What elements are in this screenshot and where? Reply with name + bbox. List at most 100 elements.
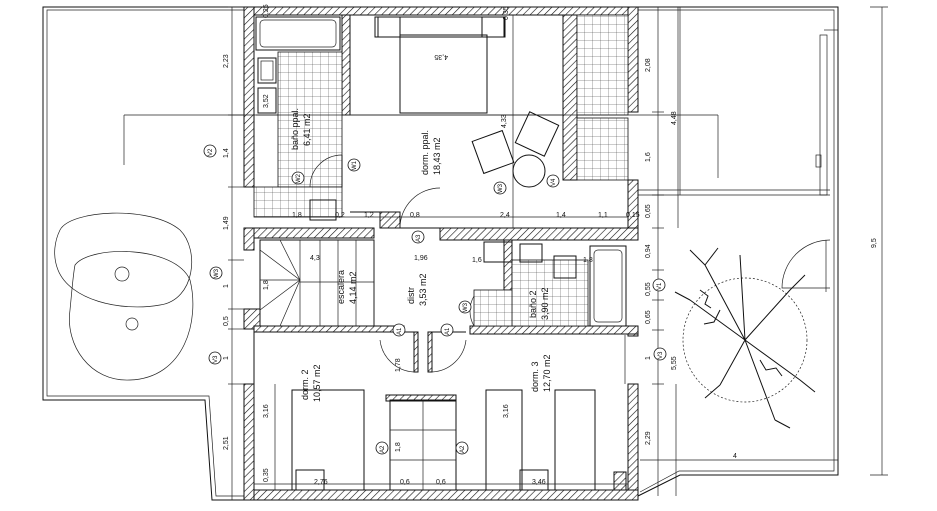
svg-text:A1: A1 xyxy=(445,327,451,335)
svg-text:W3: W3 xyxy=(498,183,504,193)
svg-text:W2: W2 xyxy=(296,173,302,183)
dim-right-5: 0,94 xyxy=(645,244,652,258)
svg-text:A2: A2 xyxy=(380,445,386,453)
exterior-walls xyxy=(243,6,639,501)
dim-inner-11: 2,76 xyxy=(314,479,328,486)
dim-right-total: 9,5 xyxy=(871,238,878,248)
dim-right-2: 4,48 xyxy=(671,111,678,125)
svg-text:V1: V1 xyxy=(657,282,663,290)
dim-inner-1: 4,35 xyxy=(434,53,448,60)
dim-inner-25: 0,2 xyxy=(335,212,345,219)
dim-inner-15: 1,8 xyxy=(583,257,593,264)
tag-a3: A3 xyxy=(411,230,425,244)
dim-left-2: 1,4 xyxy=(223,148,230,158)
room-area-main-bedroom: 18,43 m2 xyxy=(432,137,442,175)
tag-v2: V2 xyxy=(203,144,217,158)
dim-inner-3: 3,52 xyxy=(263,94,270,108)
balcony-tiles xyxy=(576,14,629,116)
svg-text:W1: W1 xyxy=(352,160,358,170)
bathroom-2 xyxy=(469,241,627,327)
balcony-tiles-lower xyxy=(576,117,629,181)
dim-inner-13: 0,6 xyxy=(400,479,410,486)
dim-inner-24: 1,4 xyxy=(556,212,566,219)
room-area-bedroom-2: 10,57 m2 xyxy=(312,364,322,402)
dim-inner-18: 1,1 xyxy=(598,212,608,219)
main-bathroom xyxy=(253,16,343,221)
svg-text:A2: A2 xyxy=(460,445,466,453)
main-bedroom xyxy=(350,15,563,229)
dim-inner-17: 4 xyxy=(733,453,737,460)
dim-left-4: 1 xyxy=(223,284,230,288)
room-area-bathroom-2: 3,90 m2 xyxy=(540,287,550,320)
room-area-stair: 4,14 m2 xyxy=(348,271,358,304)
dim-inner-14: 0,6 xyxy=(436,479,446,486)
dim-inner-28: 0,35 xyxy=(503,6,510,20)
dim-left-1: 2,23 xyxy=(223,54,230,68)
dim-left-6: 1 xyxy=(223,356,230,360)
room-area-main-bathroom: 6,41 m2 xyxy=(302,113,312,146)
room-name-bathroom-2: baño 2 xyxy=(528,290,538,318)
room-name-bedroom-2: dorm. 2 xyxy=(300,369,310,400)
garden-planter xyxy=(54,212,194,381)
svg-text:A3: A3 xyxy=(416,234,422,242)
dim-inner-6: 1,8 xyxy=(263,280,270,290)
svg-text:A1: A1 xyxy=(397,327,403,335)
dim-inner-20: 2,4 xyxy=(500,212,510,219)
room-area-hall: 3,53 m2 xyxy=(418,273,428,306)
svg-text:W3: W3 xyxy=(214,268,220,278)
dim-right-7: 0,65 xyxy=(645,310,652,324)
dim-inner-21: 0,8 xyxy=(410,212,420,219)
tag-v3-right: V3 xyxy=(653,347,667,361)
svg-text:V3: V3 xyxy=(213,355,219,363)
room-name-bedroom-3: dorm. 3 xyxy=(530,361,540,392)
tag-w3-left: W3 xyxy=(209,266,223,280)
dim-right-3: 1,6 xyxy=(645,152,652,162)
stair xyxy=(259,239,375,327)
left-terrace xyxy=(42,6,244,501)
tag-w2: W2 xyxy=(291,171,305,185)
dim-right-8: 1 xyxy=(645,356,652,360)
dim-right-4: 0,65 xyxy=(645,204,652,218)
dim-inner-22: 1,8 xyxy=(292,212,302,219)
dim-left-3: 1,49 xyxy=(223,216,230,230)
tag-v4: V4 xyxy=(546,174,560,188)
tag-w3-bed: W3 xyxy=(493,181,507,195)
dimension-lines xyxy=(123,6,888,500)
tag-a1-left: A1 xyxy=(392,323,406,337)
dim-inner-27: 0,25 xyxy=(263,4,270,18)
svg-text:V2: V2 xyxy=(208,148,214,156)
dim-inner-8: 1,8 xyxy=(395,442,402,452)
dim-right-10: 2,29 xyxy=(645,431,652,445)
tag-a1-right: A1 xyxy=(440,323,454,337)
opening-tags: V2 W3 V3 V4 W1 W2 W3 A3 W3 A1 A1 A2 A2 V… xyxy=(203,144,667,455)
room-name-stair: escalera xyxy=(336,270,346,304)
tag-v1: V1 xyxy=(652,278,666,292)
bedrooms-south xyxy=(253,332,627,491)
dim-inner-2: 4,33 xyxy=(501,114,508,128)
room-labels: baño ppal. 6,41 m2 dorm. ppal. 18,43 m2 … xyxy=(290,108,552,402)
dim-right-9: 5,55 xyxy=(671,356,678,370)
dim-right-1: 2,08 xyxy=(645,58,652,72)
dim-inner-16: 1,6 xyxy=(472,257,482,264)
dim-inner-9: 3,16 xyxy=(263,404,270,418)
tag-v3-left: V3 xyxy=(208,351,222,365)
tag-w1: W1 xyxy=(347,158,361,172)
room-name-main-bedroom: dorm. ppal. xyxy=(420,130,430,175)
room-area-bedroom-3: 12,70 m2 xyxy=(542,354,552,392)
dimension-labels: 2,23 1,4 1,49 1 0,5 1 2,51 2,08 4,48 1,6… xyxy=(223,4,878,486)
dim-inner-7: 1,78 xyxy=(395,358,402,372)
room-name-hall: distr xyxy=(406,287,416,304)
right-terrace xyxy=(637,6,839,497)
tree-symbol xyxy=(674,247,816,429)
dim-inner-23: 1,2 xyxy=(364,212,374,219)
tag-a2-right: A2 xyxy=(455,441,469,455)
svg-text:V3: V3 xyxy=(658,351,664,359)
dim-inner-5: 4,3 xyxy=(310,255,320,262)
dim-right-6: 0,55 xyxy=(645,282,652,296)
tag-w3-hall: W3 xyxy=(458,300,472,314)
dim-left-5: 0,5 xyxy=(223,316,230,326)
hallway-doors xyxy=(379,331,467,373)
svg-text:V4: V4 xyxy=(551,178,557,186)
dim-inner-26: 0,35 xyxy=(263,468,270,482)
